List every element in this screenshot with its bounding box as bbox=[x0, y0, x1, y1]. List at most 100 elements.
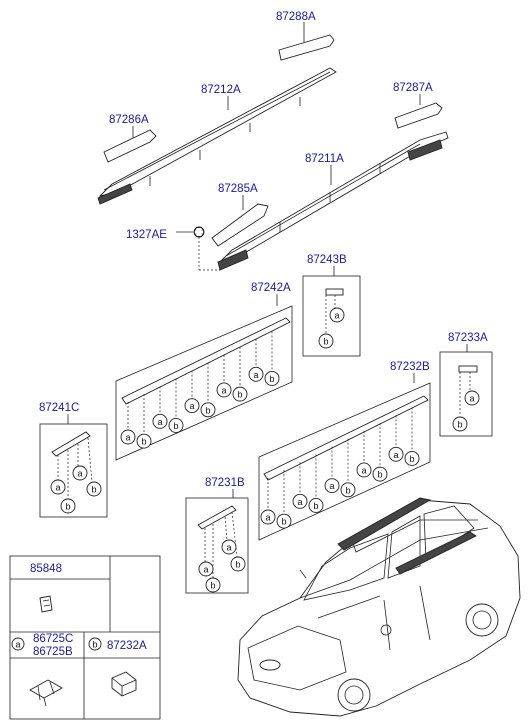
legend-table bbox=[9, 555, 161, 720]
clip-group-87233A: a b bbox=[452, 365, 480, 432]
callout-a-letter: a bbox=[253, 370, 258, 380]
callout-b-circle bbox=[200, 402, 216, 418]
garnish-87231B bbox=[197, 505, 237, 530]
legend-a-circle bbox=[11, 637, 25, 651]
callout-a-circle bbox=[356, 462, 372, 478]
box-87232B bbox=[258, 382, 431, 541]
svg-text:a: a bbox=[469, 394, 474, 404]
label-87233A: 87233A bbox=[448, 332, 488, 344]
garnish-87232B bbox=[263, 395, 429, 481]
callout-a-circle bbox=[324, 478, 340, 494]
callout-a-letter: a bbox=[361, 465, 366, 475]
label-87241C: 87241C bbox=[39, 402, 79, 414]
svg-text:b: b bbox=[323, 337, 328, 347]
svg-text:b: b bbox=[457, 420, 462, 430]
label-87242A: 87242A bbox=[251, 282, 291, 294]
rail-foot-right bbox=[407, 139, 443, 161]
label-87232B: 87232B bbox=[390, 361, 430, 373]
callout-a-circle bbox=[388, 446, 404, 462]
callout-b-letter: b bbox=[345, 485, 350, 495]
label-87231B: 87231B bbox=[205, 477, 245, 489]
label-87288A: 87288A bbox=[276, 11, 316, 23]
svg-text:a: a bbox=[226, 543, 231, 553]
callout-a-circle bbox=[292, 493, 308, 509]
callout-a-circle bbox=[248, 366, 264, 382]
callout-b-letter: b bbox=[281, 517, 286, 527]
svg-text:a: a bbox=[203, 565, 208, 575]
vehicle-illustration bbox=[237, 497, 521, 717]
clip-group-87231B: a b a b bbox=[198, 511, 246, 593]
roof-rail-87211A bbox=[218, 131, 449, 263]
callout-b-letter: b bbox=[269, 374, 274, 384]
clip-85848-icon bbox=[39, 595, 53, 613]
box-87241C bbox=[39, 423, 108, 518]
callout-b-circle bbox=[372, 466, 388, 482]
callout-b-letter: b bbox=[141, 437, 146, 447]
callout-b-letter: b bbox=[237, 390, 242, 400]
callout-b-circle bbox=[232, 386, 248, 402]
callout-a-letter: a bbox=[125, 433, 130, 443]
clip-group-87242A: a b a b a b a b a b bbox=[120, 331, 280, 449]
box-87233A bbox=[439, 351, 493, 437]
label-87285A: 87285A bbox=[218, 183, 258, 195]
box-87242A bbox=[115, 305, 293, 461]
end-cap-87286A bbox=[103, 129, 157, 163]
callout-a-circle bbox=[184, 398, 200, 414]
callout-a-circle bbox=[260, 509, 276, 525]
callout-a-letter: a bbox=[157, 417, 162, 427]
end-cap-87285A bbox=[211, 203, 269, 247]
legend-b-part: 87232A bbox=[107, 640, 147, 652]
callout-b-circle bbox=[168, 418, 184, 433]
legend-a-part2: 86725B bbox=[33, 646, 73, 658]
legend-a-letter: a bbox=[15, 640, 20, 650]
rail-foot-front bbox=[217, 249, 249, 271]
callout-a-letter: a bbox=[189, 401, 194, 411]
callout-b-circle bbox=[340, 482, 356, 498]
callout-b-letter: b bbox=[173, 421, 178, 431]
label-87212A: 87212A bbox=[201, 84, 241, 96]
svg-text:b: b bbox=[65, 502, 70, 512]
callout-a-circle bbox=[152, 413, 168, 429]
callout-b-letter: b bbox=[377, 470, 382, 480]
clip-87232A-icon bbox=[111, 671, 137, 697]
legend-b-circle bbox=[88, 637, 102, 651]
svg-text:a: a bbox=[77, 469, 82, 479]
box-87231B bbox=[185, 497, 249, 594]
clip-group-87241C: a b a b bbox=[50, 437, 102, 514]
clip-86725-icon bbox=[29, 679, 63, 707]
svg-text:a: a bbox=[334, 311, 339, 321]
callout-b-letter: b bbox=[205, 405, 210, 415]
callout-a-letter: a bbox=[265, 513, 270, 523]
callout-b-circle bbox=[404, 450, 420, 466]
svg-text:b: b bbox=[210, 581, 215, 591]
label-87211A: 87211A bbox=[305, 153, 344, 165]
rail-foot-left bbox=[97, 183, 133, 205]
svg-text:b: b bbox=[235, 560, 240, 570]
garnish-87242A bbox=[121, 317, 291, 405]
callout-a-letter: a bbox=[221, 385, 226, 395]
callout-a-circle bbox=[216, 382, 232, 398]
end-cap-87287A bbox=[394, 102, 443, 129]
box-87243B bbox=[302, 275, 361, 357]
clip-group-87243B: a b bbox=[318, 288, 345, 349]
callout-b-circle bbox=[276, 513, 292, 529]
callout-b-letter: b bbox=[409, 454, 414, 464]
callout-b-circle bbox=[136, 433, 152, 449]
end-cap-87288A bbox=[278, 34, 335, 61]
legend-85848: 85848 bbox=[30, 563, 62, 575]
legend-a-part1: 86725C bbox=[33, 633, 73, 645]
label-87243B: 87243B bbox=[307, 254, 347, 266]
svg-text:a: a bbox=[55, 483, 60, 493]
label-1327AE: 1327AE bbox=[126, 229, 167, 241]
callout-a-letter: a bbox=[329, 481, 334, 491]
callout-a-letter: a bbox=[393, 450, 398, 460]
callout-a-letter: a bbox=[297, 497, 302, 507]
callout-a-circle bbox=[120, 429, 136, 445]
svg-text:b: b bbox=[91, 485, 96, 495]
label-87287A: 87287A bbox=[393, 82, 433, 94]
label-87286A: 87286A bbox=[109, 114, 149, 126]
garnish-87241C bbox=[51, 431, 91, 457]
callout-b-circle bbox=[308, 498, 324, 513]
